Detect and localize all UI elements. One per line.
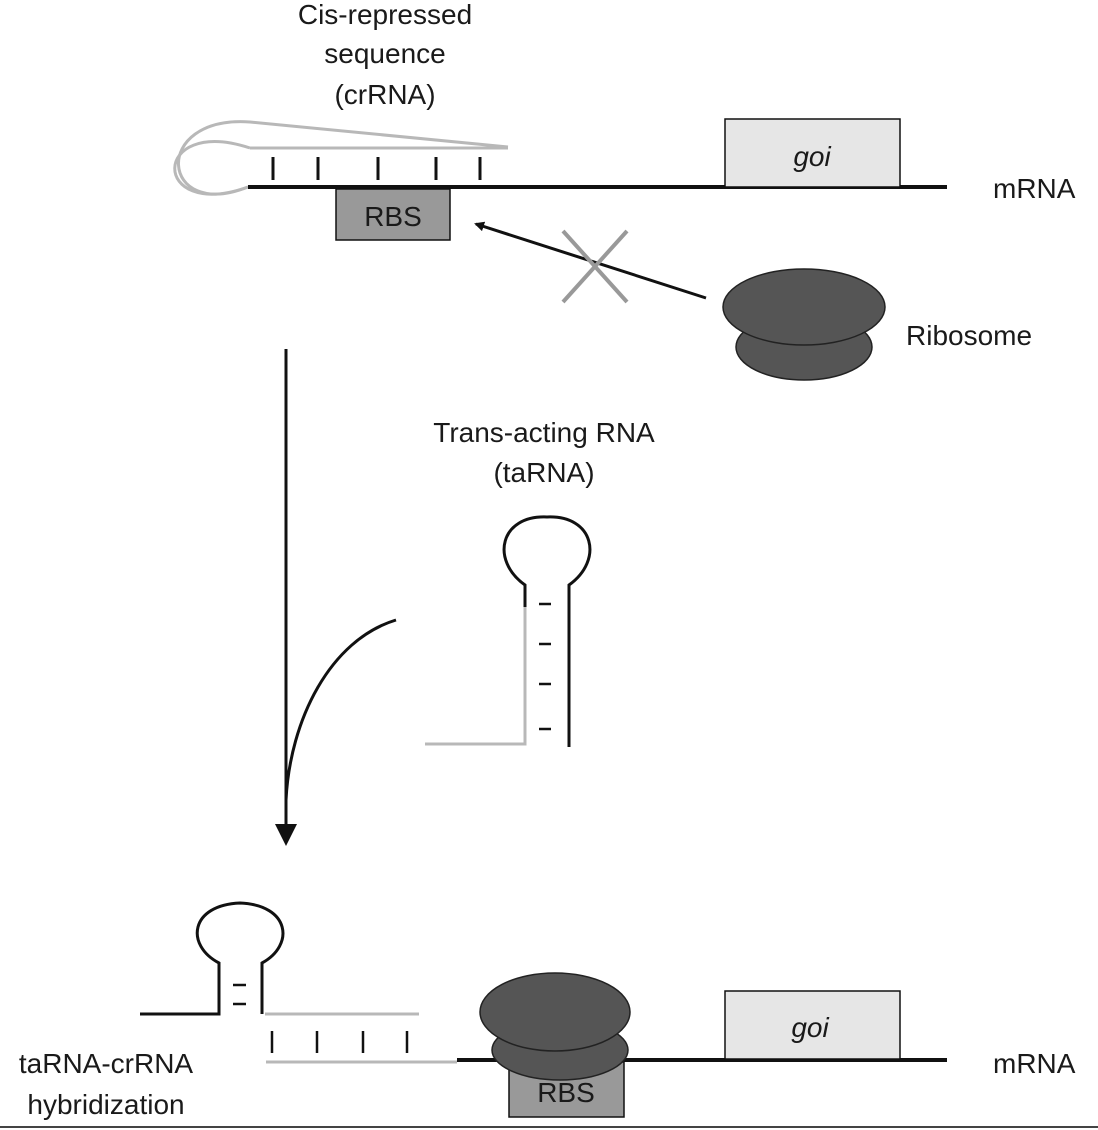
goi-box-top xyxy=(724,118,901,188)
goi-label-bottom: goi xyxy=(791,1012,829,1043)
hybrid-label-line1: taRNA-crRNA xyxy=(19,1048,194,1079)
crrna-hairpin-loop xyxy=(177,120,509,196)
crrna-label-line2: sequence xyxy=(324,38,445,69)
ribosome-label: Ribosome xyxy=(906,320,1032,351)
crrna-label-line1: Cis-repressed xyxy=(298,0,472,30)
crrna-hairpin-loop-arc xyxy=(173,140,251,196)
hybrid-hairpin xyxy=(140,901,457,1064)
tarna-label-line2: (taRNA) xyxy=(493,457,594,488)
tarna-label-line1: Trans-acting RNA xyxy=(433,417,655,448)
ribosome-bound-icon xyxy=(479,972,631,1081)
hybrid-label-line2: hybridization xyxy=(27,1089,184,1120)
rbs-label-top: RBS xyxy=(364,201,422,232)
bottom-panel: RBS goi mRNA taRNA-crRNA hybridization xyxy=(0,901,1098,1128)
top-panel: Cis-repressed sequence (crRNA) goi RBS m… xyxy=(173,0,1076,381)
mrna-label-bottom: mRNA xyxy=(993,1048,1076,1079)
ribosome-icon xyxy=(722,268,886,381)
mrna-label-top: mRNA xyxy=(993,173,1076,204)
tarna-join-curve xyxy=(284,618,397,801)
crrna-base-pairs xyxy=(271,157,482,180)
goi-box-bottom xyxy=(724,990,901,1060)
crrna-label-line3: (crRNA) xyxy=(334,79,435,110)
process-arrowhead xyxy=(275,824,297,846)
rbs-box-top xyxy=(335,188,451,241)
blocked-cross-icon xyxy=(561,229,629,304)
middle-panel: Trans-acting RNA (taRNA) xyxy=(275,349,655,846)
tarna-hairpin xyxy=(425,515,592,747)
rbs-label-bottom: RBS xyxy=(537,1077,595,1108)
goi-label-top: goi xyxy=(793,141,831,172)
